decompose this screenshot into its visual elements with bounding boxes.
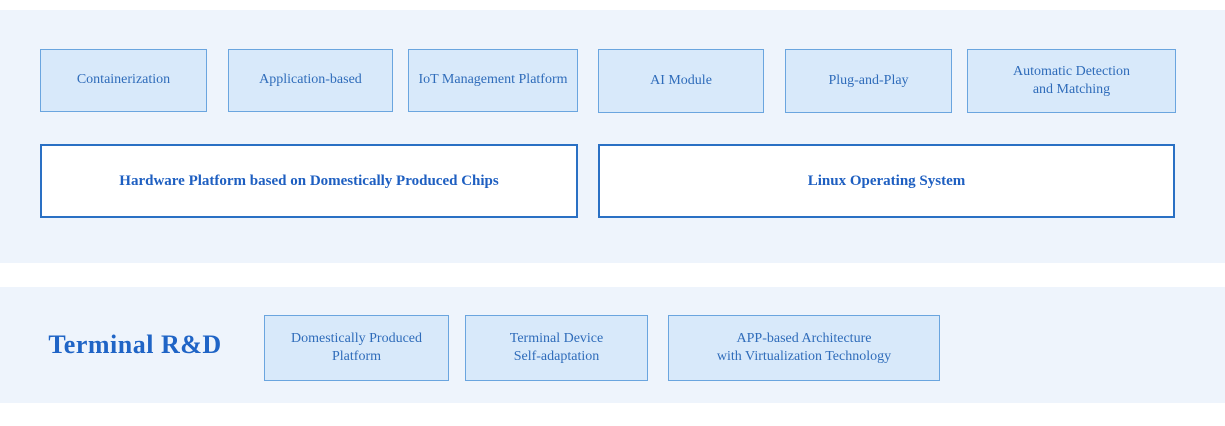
panel-label: Hardware Platform based on Domestically … xyxy=(119,172,499,189)
node-label: Plug-and-Play xyxy=(828,72,909,88)
node-label: APP-based Architecture with Virtualizati… xyxy=(716,330,892,364)
node-containerization: Containerization xyxy=(40,49,207,112)
node-label: Automatic Detection and Matching xyxy=(1012,63,1131,97)
node-label: IoT Management Platform xyxy=(418,72,568,88)
panel-linux-operating-system: Linux Operating System xyxy=(598,144,1175,218)
node-label: Terminal Device Self-adaptation xyxy=(509,330,604,364)
platform-layer-band xyxy=(0,10,1225,263)
node-app-based-architecture: APP-based Architecture with Virtualizati… xyxy=(668,315,940,381)
panel-hardware-platform: Hardware Platform based on Domestically … xyxy=(40,144,578,218)
node-application-based: Application-based xyxy=(228,49,393,112)
node-automatic-detection-matching: Automatic Detection and Matching xyxy=(967,49,1176,113)
node-iot-management-platform: IoT Management Platform xyxy=(408,49,578,112)
node-label: Application-based xyxy=(259,72,362,88)
node-ai-module: AI Module xyxy=(598,49,764,113)
node-domestically-produced-platform: Domestically Produced Platform xyxy=(264,315,449,381)
node-label: Domestically Produced Platform xyxy=(290,330,423,364)
node-label: AI Module xyxy=(650,72,712,88)
node-terminal-device-self-adaptation: Terminal Device Self-adaptation xyxy=(465,315,648,381)
node-label: Containerization xyxy=(76,72,171,88)
node-plug-and-play: Plug-and-Play xyxy=(785,49,952,113)
terminal-rd-title: Terminal R&D xyxy=(48,330,222,359)
panel-label: Linux Operating System xyxy=(807,172,966,189)
